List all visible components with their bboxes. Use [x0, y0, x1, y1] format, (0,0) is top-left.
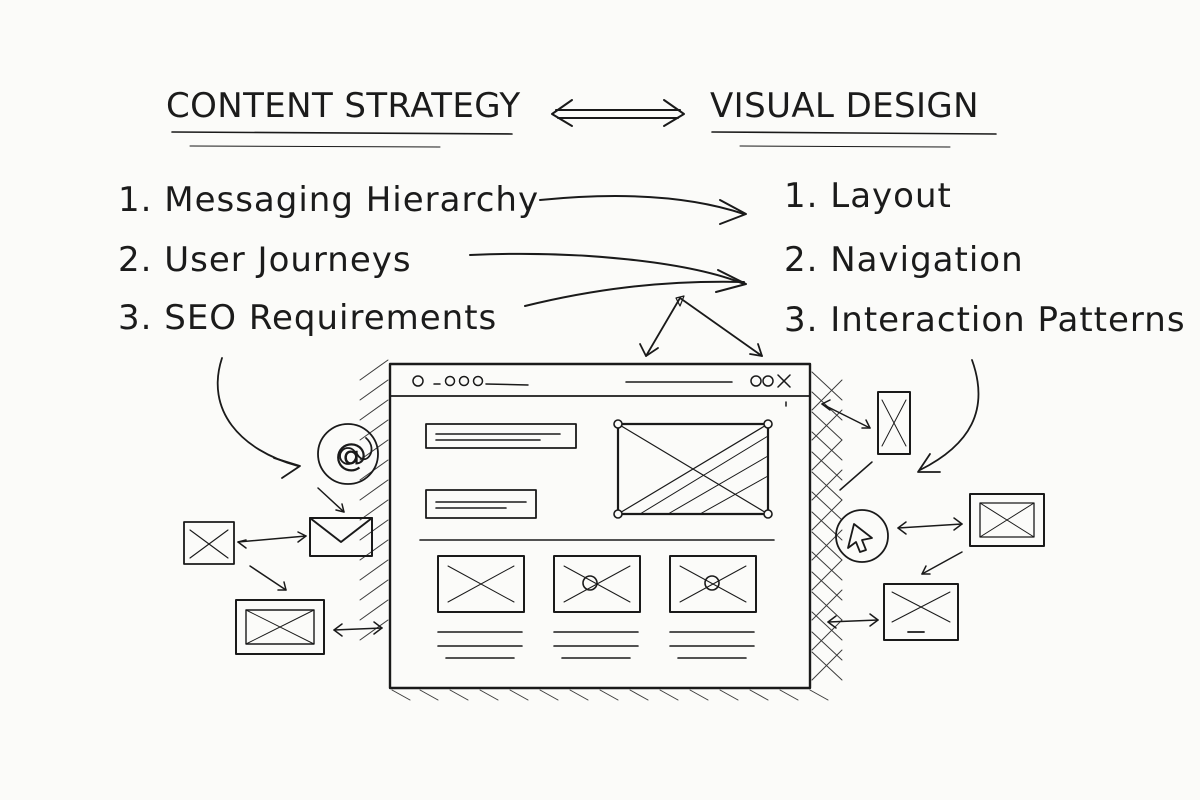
- content-cards: [437, 555, 757, 659]
- browser-window-sketch: [359, 359, 843, 701]
- envelope-icon: [309, 517, 373, 557]
- visual-item-2: 2. Navigation: [784, 240, 1024, 280]
- email-at-circle-icon: [317, 423, 379, 485]
- content-strategy-heading: CONTENT STRATEGY: [166, 86, 521, 126]
- visual-design-heading: VISUAL DESIGN: [710, 86, 980, 126]
- content-item-2: 2. User Journeys: [118, 240, 412, 280]
- image-card-right-top: [969, 493, 1045, 547]
- content-item-3: 3. SEO Requirements: [118, 298, 498, 338]
- phone-icon: [877, 391, 911, 455]
- mapping-arrows: [469, 195, 747, 307]
- content-item-1: 1. Messaging Hierarchy: [118, 180, 540, 220]
- small-image-card-left: [183, 521, 235, 565]
- visual-item-3: 3. Interaction Patterns: [784, 300, 1186, 340]
- image-card-right-bottom: [883, 583, 959, 641]
- heading-underlines: [171, 131, 997, 148]
- visual-item-1: 1. Layout: [784, 176, 952, 216]
- hero-image-placeholder: [613, 419, 773, 519]
- cursor-circle-icon: [835, 509, 889, 563]
- bidirectional-arrow-icon: [551, 99, 685, 127]
- left-connector-arrows: [237, 487, 383, 637]
- apex-arrows: [639, 295, 763, 357]
- browser-shadow-hatch: [359, 359, 843, 701]
- at-symbol: @: [335, 436, 367, 474]
- wide-image-card-left: [235, 599, 325, 655]
